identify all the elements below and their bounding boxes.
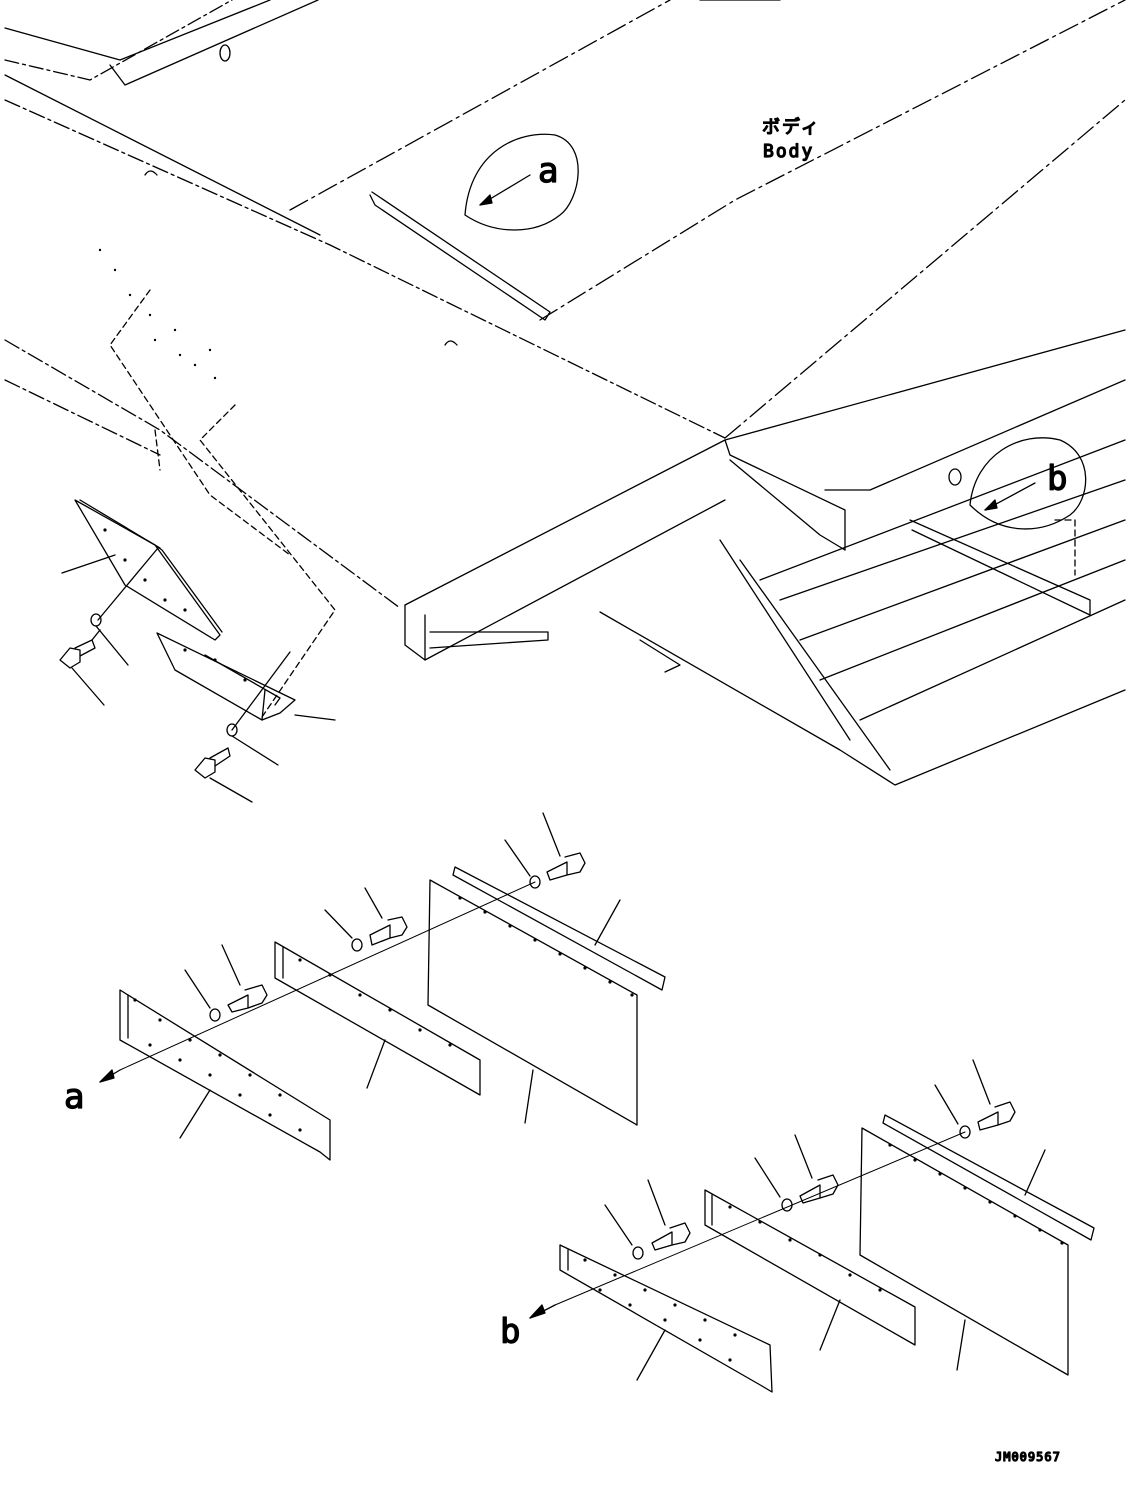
drawing-code: JM009567 xyxy=(995,1450,1061,1464)
bolt-icon xyxy=(647,1179,691,1251)
side-bracket-assembly xyxy=(59,499,336,803)
washer-icon xyxy=(90,613,102,627)
bolt-icon xyxy=(364,887,408,946)
bolt-icon xyxy=(194,747,231,779)
body-label-english: Body xyxy=(763,141,814,162)
bolt-icon xyxy=(59,629,101,669)
mudguard-assembly-b xyxy=(529,1059,1095,1393)
washer-icon xyxy=(351,938,363,952)
mudguard-assembly-a xyxy=(99,812,666,1161)
detail-callout-b-circle xyxy=(969,437,1087,530)
washer-icon xyxy=(781,1198,793,1212)
washer-icon xyxy=(529,875,541,889)
callout-a-bottom: a xyxy=(64,1077,84,1117)
callout-a-top: a xyxy=(538,151,558,191)
washer-icon xyxy=(959,1125,971,1139)
body-label-japanese: ボディ xyxy=(762,117,821,138)
bolt-icon xyxy=(972,1059,1016,1131)
callout-b-bottom: b xyxy=(500,1312,520,1352)
washer-icon xyxy=(209,1008,221,1022)
washer-icon xyxy=(632,1246,644,1260)
bolt-icon xyxy=(221,944,268,1013)
callout-b-top: b xyxy=(1047,459,1067,499)
body-frame xyxy=(4,0,1126,786)
detail-callout-a-circle xyxy=(464,133,579,231)
bolt-icon xyxy=(542,812,586,881)
bolt-icon xyxy=(794,1134,839,1204)
